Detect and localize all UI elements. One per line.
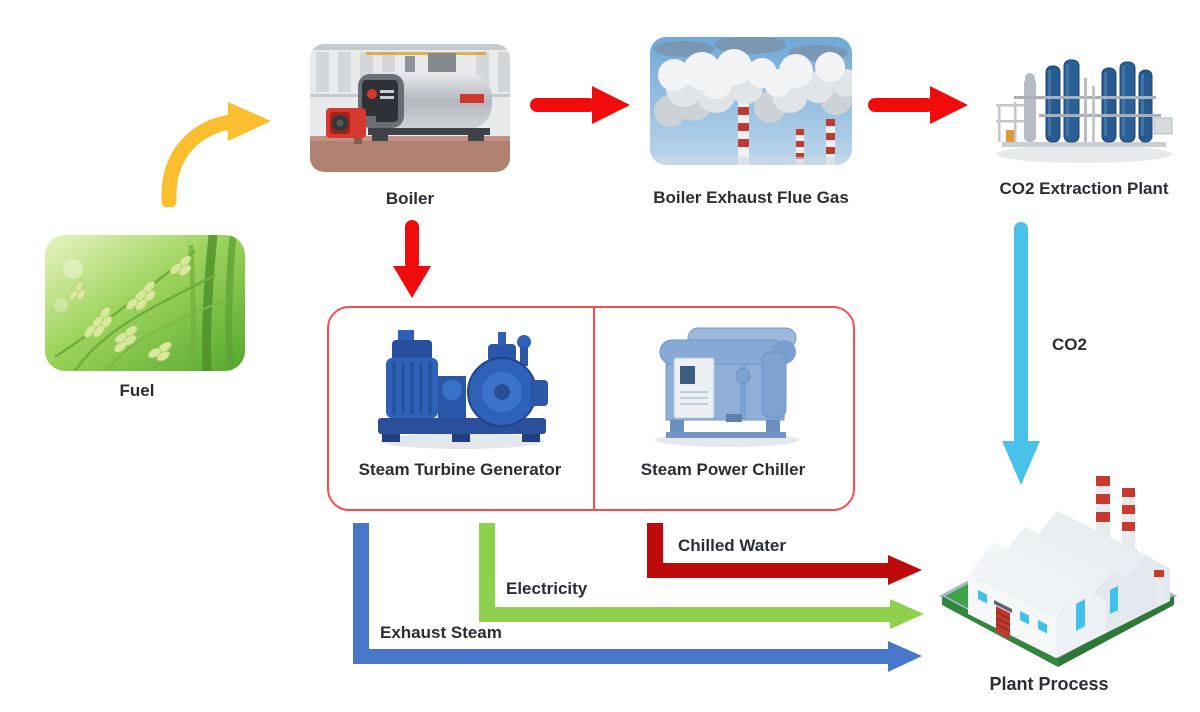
chiller-label: Steam Power Chiller	[640, 460, 806, 479]
chilled-water-arrow	[647, 523, 922, 585]
flue-to-co2-arrow	[868, 86, 968, 124]
boiler-to-flue-arrow	[530, 86, 630, 124]
chilled-water-label: Chilled Water	[678, 536, 786, 555]
plant-process-image	[938, 474, 1178, 670]
turbine-label: Steam Turbine Generator	[358, 460, 562, 479]
boiler-image	[310, 44, 510, 172]
steam-turbine-generator-icon	[368, 320, 556, 452]
industrial-boiler-icon	[310, 44, 510, 172]
exhaust-steam-arrow	[353, 523, 922, 672]
co2-extraction-plant-icon	[984, 56, 1182, 166]
factory-icon	[938, 476, 1178, 667]
plant-process-label: Plant Process	[989, 674, 1109, 694]
electricity-label: Electricity	[506, 579, 588, 598]
smokestacks-icon	[650, 37, 852, 165]
fuel-to-boiler-arrow	[161, 102, 271, 207]
fuel-label: Fuel	[119, 381, 155, 400]
group-box-divider	[593, 308, 595, 509]
turbine-image	[368, 320, 556, 452]
boiler-label: Boiler	[385, 189, 435, 208]
exhaust-steam-label: Exhaust Steam	[380, 623, 502, 642]
co2-flow-arrow	[1002, 222, 1040, 485]
fuel-image	[45, 235, 245, 371]
steam-power-chiller-icon	[642, 322, 812, 450]
electricity-arrow	[479, 523, 924, 629]
flue-gas-image	[650, 37, 852, 165]
co2-plant-label: CO2 Extraction Plant	[999, 179, 1169, 198]
chiller-image	[642, 322, 812, 450]
rice-crop-icon	[45, 235, 245, 371]
boiler-to-generators-arrow	[393, 220, 431, 298]
co2-plant-image	[984, 56, 1182, 166]
flue-gas-label: Boiler Exhaust Flue Gas	[653, 188, 849, 207]
co2-flow-label: CO2	[1052, 335, 1087, 354]
